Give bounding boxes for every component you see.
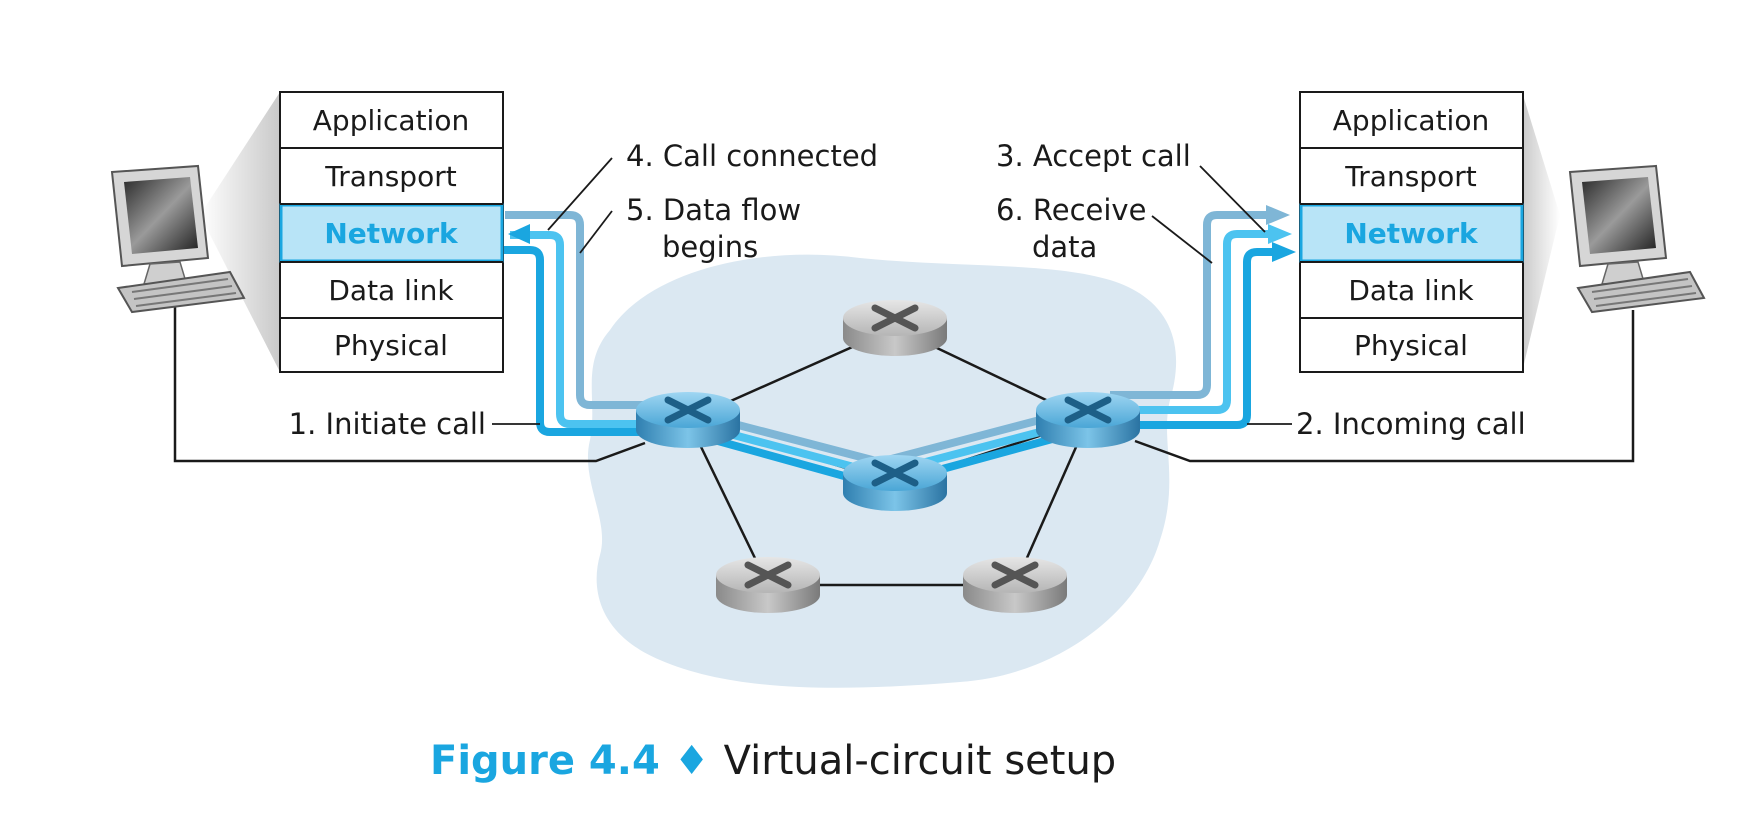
figure-caption: Figure 4.4 ♦ Virtual-circuit setup	[430, 738, 1116, 784]
label-data-flow-line1: 5. Data flow	[626, 193, 801, 227]
receive-data-leader	[1151, 215, 1213, 264]
receive-data-arrowhead	[1268, 224, 1292, 244]
right-stack-wedge	[1522, 92, 1560, 372]
label-receive-line2: data	[1032, 230, 1097, 264]
incoming-call-arrowhead	[1272, 242, 1296, 262]
right-protocol-stack: Application Transport Network Data link …	[1299, 91, 1524, 373]
right-layer-application: Application	[1333, 104, 1489, 137]
accept-call-path	[1110, 211, 1268, 399]
call-connected-path	[505, 211, 660, 409]
left-layer-application: Application	[313, 104, 469, 137]
router-left-vc	[636, 392, 740, 448]
router-middle-vc	[843, 455, 947, 511]
right-host-link	[1134, 310, 1635, 463]
left-network-highlight	[279, 203, 504, 263]
left-layer-network: Network	[324, 217, 459, 250]
right-computer-icon	[1568, 164, 1706, 314]
right-vc-paths	[1110, 211, 1276, 429]
left-layer-data-link: Data link	[328, 274, 454, 307]
left-layer-physical: Physical	[334, 329, 448, 362]
right-layer-data-link: Data link	[1348, 274, 1474, 307]
data-flow-path	[510, 231, 660, 428]
figure-number: Figure 4.4	[430, 738, 660, 784]
initiate-call-path	[487, 246, 650, 436]
label-accept-call: 3. Accept call	[996, 139, 1191, 173]
label-incoming-call: 2. Incoming call	[1296, 407, 1526, 441]
caption-separator: ♦	[673, 738, 710, 784]
right-layer-physical: Physical	[1354, 329, 1468, 362]
data-flow-leader	[579, 210, 613, 254]
accept-call-leader	[1199, 165, 1266, 233]
label-initiate-call: 1. Initiate call	[289, 407, 486, 441]
right-layer-network: Network	[1344, 217, 1479, 250]
label-call-connected: 4. Call connected	[626, 139, 878, 173]
receive-data-path	[1110, 230, 1272, 414]
right-layer-transport: Transport	[1344, 160, 1476, 193]
call-connected-arrowhead	[508, 224, 530, 244]
incoming-call-path	[1120, 248, 1276, 429]
call-connected-leader	[547, 157, 613, 231]
router-bottom-right	[963, 557, 1067, 613]
leader-lines	[492, 157, 1292, 425]
left-computer-icon	[110, 164, 246, 314]
router-top	[843, 300, 947, 356]
label-data-flow-line2: begins	[662, 230, 758, 264]
left-stack-wedge	[200, 92, 280, 372]
left-host-link	[173, 305, 646, 463]
left-layer-transport: Transport	[324, 160, 456, 193]
figure-title: Virtual-circuit setup	[723, 738, 1117, 784]
left-vc-paths	[487, 211, 660, 436]
router-bottom-left	[716, 557, 820, 613]
left-protocol-stack: Application Transport Network Data link …	[279, 91, 504, 373]
router-right-vc	[1036, 392, 1140, 448]
accept-call-arrowhead	[1266, 205, 1290, 225]
label-receive-line1: 6. Receive	[996, 193, 1146, 227]
